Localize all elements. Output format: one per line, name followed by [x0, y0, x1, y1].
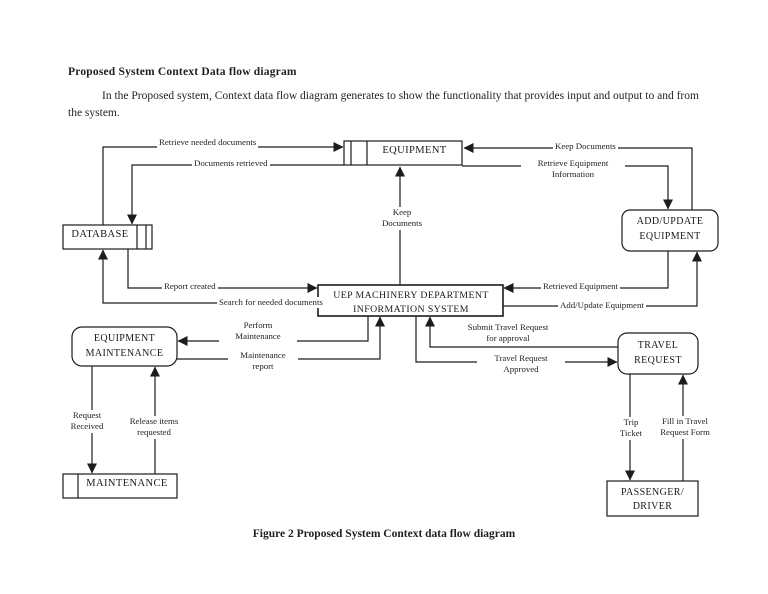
flow-report-created	[127, 249, 318, 293]
report-created-label: Report created	[162, 281, 218, 293]
figure-caption: Figure 2 Proposed System Context data fl…	[252, 528, 516, 540]
travel-request-approved-label: Travel Request Approved	[477, 353, 565, 376]
flow-documents-retrieved	[127, 164, 344, 225]
equipment-label: EQUIPMENT	[382, 145, 447, 156]
retrieve-needed-documents-label: Retrieve needed documents	[157, 137, 259, 149]
add-update-equipment-label: ADD/UPDATE EQUIPMENT	[636, 216, 704, 242]
fill-in-travel-request-form-label: Fill in Travel Request Form	[646, 416, 724, 439]
entity-shapes	[62, 140, 719, 517]
equipment-maintenance-shape	[71, 326, 178, 367]
maintenance-store-shape	[62, 473, 178, 499]
maintenance-report-label: Maintenance report	[228, 350, 298, 373]
travel-request-label: TRAVEL REQUEST	[634, 340, 682, 366]
perform-maintenance-label: Perform Maintenance	[219, 320, 297, 343]
retrieve-equipment-information-label: Retrieve Equipment Information	[521, 158, 625, 181]
equipment-store-shape	[343, 140, 463, 166]
travel-request-shape	[617, 332, 699, 375]
equipment-maintenance-label: EQUIPMENT MAINTENANCE	[85, 333, 164, 359]
equipment-store-partition	[350, 141, 368, 165]
add-update-equipment-shape	[621, 209, 719, 252]
search-for-needed-documents-label: Search for needed documents	[217, 297, 325, 309]
intro-paragraph: In the Proposed system, Context data flo…	[68, 90, 699, 119]
system-label: UEP MACHINERY DEPARTMENT INFORMATION SYS…	[333, 290, 489, 315]
submit-travel-request-label: Submit Travel Request for approval	[448, 322, 568, 345]
passenger-driver-label: PASSENGER/ DRIVER	[620, 487, 685, 512]
maintenance-label: MAINTENANCE	[86, 478, 168, 489]
retrieved-equipment-label: Retrieved Equipment	[541, 281, 620, 293]
database-store-partition	[136, 225, 147, 249]
flow-submit-travel-request	[425, 316, 618, 348]
documents-retrieved-label: Documents retrieved	[192, 158, 270, 170]
flow-retrieve-needed-documents	[102, 142, 344, 225]
keep-documents-top-label: Keep Documents	[553, 141, 618, 153]
page-title: Proposed System Context Data flow diagra…	[68, 66, 297, 78]
database-label: DATABASE	[71, 229, 129, 240]
release-items-requested-label: Release items requested	[118, 416, 190, 439]
flow-search-for-needed-documents	[98, 249, 318, 304]
request-received-label: Request Received	[61, 410, 113, 433]
trip-ticket-label: Trip Ticket	[605, 417, 657, 440]
passenger-driver-shape	[606, 480, 699, 517]
keep-documents-center-label: Keep Documents	[372, 207, 432, 230]
add-update-equipment-flow-label: Add/Update Equipment	[558, 300, 646, 312]
flow-keep-documents-top	[463, 143, 693, 210]
